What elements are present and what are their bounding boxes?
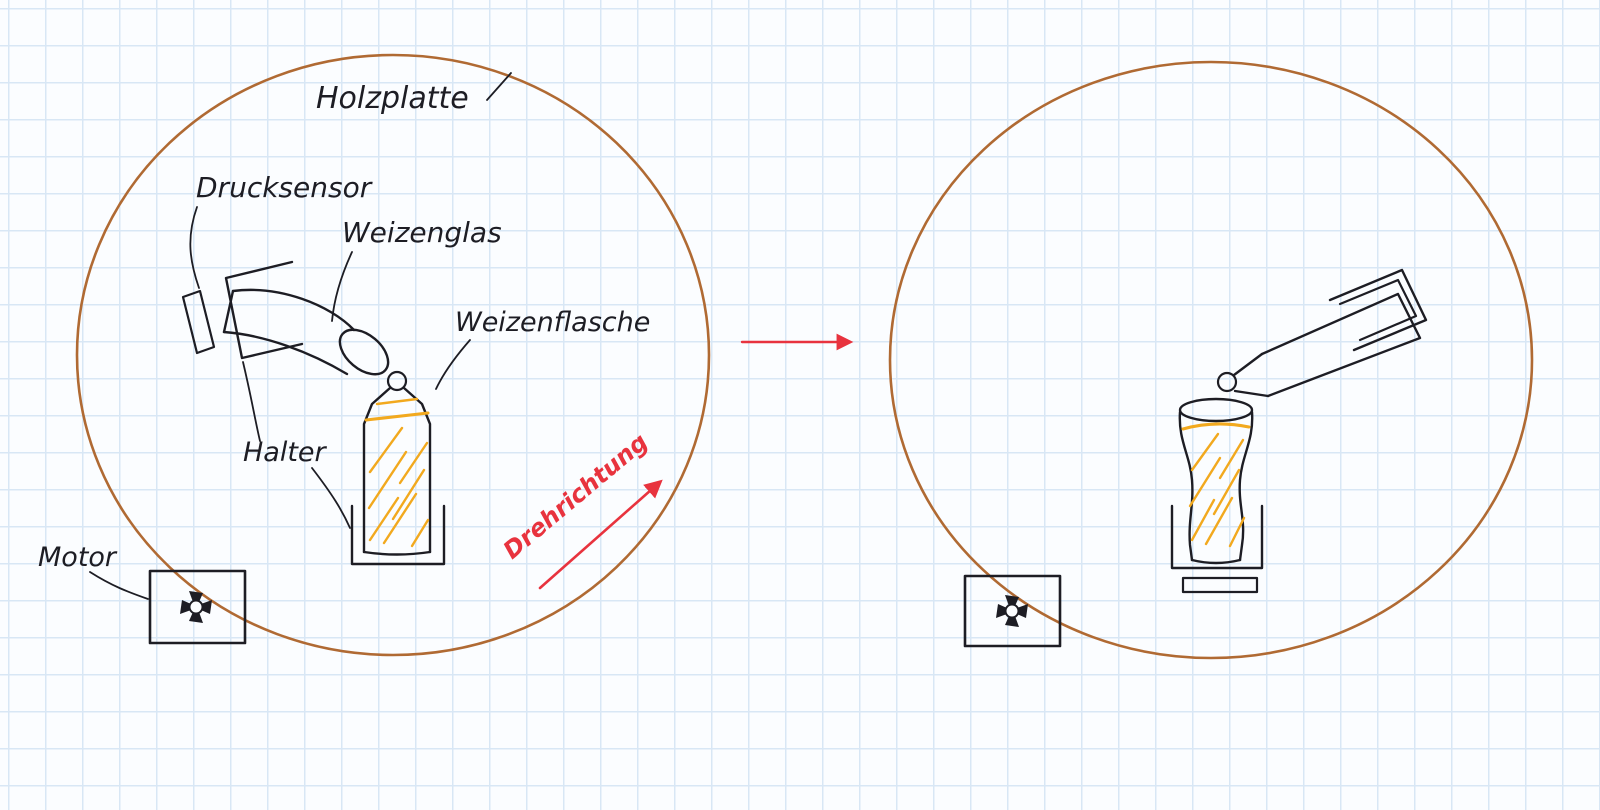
weizenflasche-leader: [435, 339, 471, 390]
motor-sketch-right: [963, 574, 1062, 648]
drucksensor-leader: [189, 206, 200, 289]
weizenglas-sketch-upright: [1178, 397, 1254, 565]
label-drucksensor: Drucksensor: [196, 171, 373, 204]
drehrichtung-annotation: Drehrichtung: [498, 428, 663, 590]
motor-box: [148, 569, 247, 645]
right-holzplatte-circle: [888, 60, 1534, 660]
motor-leader: [89, 571, 149, 600]
beer-fill-left: [364, 397, 430, 548]
label-halter: Halter: [243, 437, 328, 468]
bottle-halter-sketch: [350, 504, 446, 566]
drucksensor-sketch: [181, 289, 216, 355]
motor-box: [963, 574, 1062, 648]
label-weizenglas: Weizenglas: [342, 216, 502, 249]
label-motor: Motor: [38, 542, 118, 573]
motor-sketch-left: [148, 569, 247, 645]
weizenglas-sketch-tilted: [222, 288, 390, 376]
glass-halter-sketch: [224, 260, 304, 360]
weizenglas-leader: [331, 251, 353, 322]
label-holzplatte: Holzplatte: [316, 81, 469, 116]
weizenflasche-sketch-pouring: [1216, 292, 1422, 398]
left-holzplatte-circle: [75, 53, 711, 657]
label-weizenflasche: Weizenflasche: [455, 307, 650, 338]
label-drehrichtung: Drehrichtung: [498, 428, 653, 565]
holzplatte-tick: [486, 72, 512, 101]
halter-leader-top: [242, 361, 261, 442]
weizenflasche-sketch-upright: [362, 370, 432, 556]
beer-fill-right: [1181, 422, 1251, 548]
rotation-arrow: [538, 479, 663, 590]
glass-halter-sketch-right: [1170, 504, 1264, 594]
right-plate-group: [888, 60, 1534, 660]
bottle-halter-sketch-right: [1328, 268, 1428, 352]
halter-leader-bottom: [311, 467, 351, 529]
left-plate-group: Holzplatte Drucksensor Weizenglas Weizen…: [38, 53, 711, 657]
